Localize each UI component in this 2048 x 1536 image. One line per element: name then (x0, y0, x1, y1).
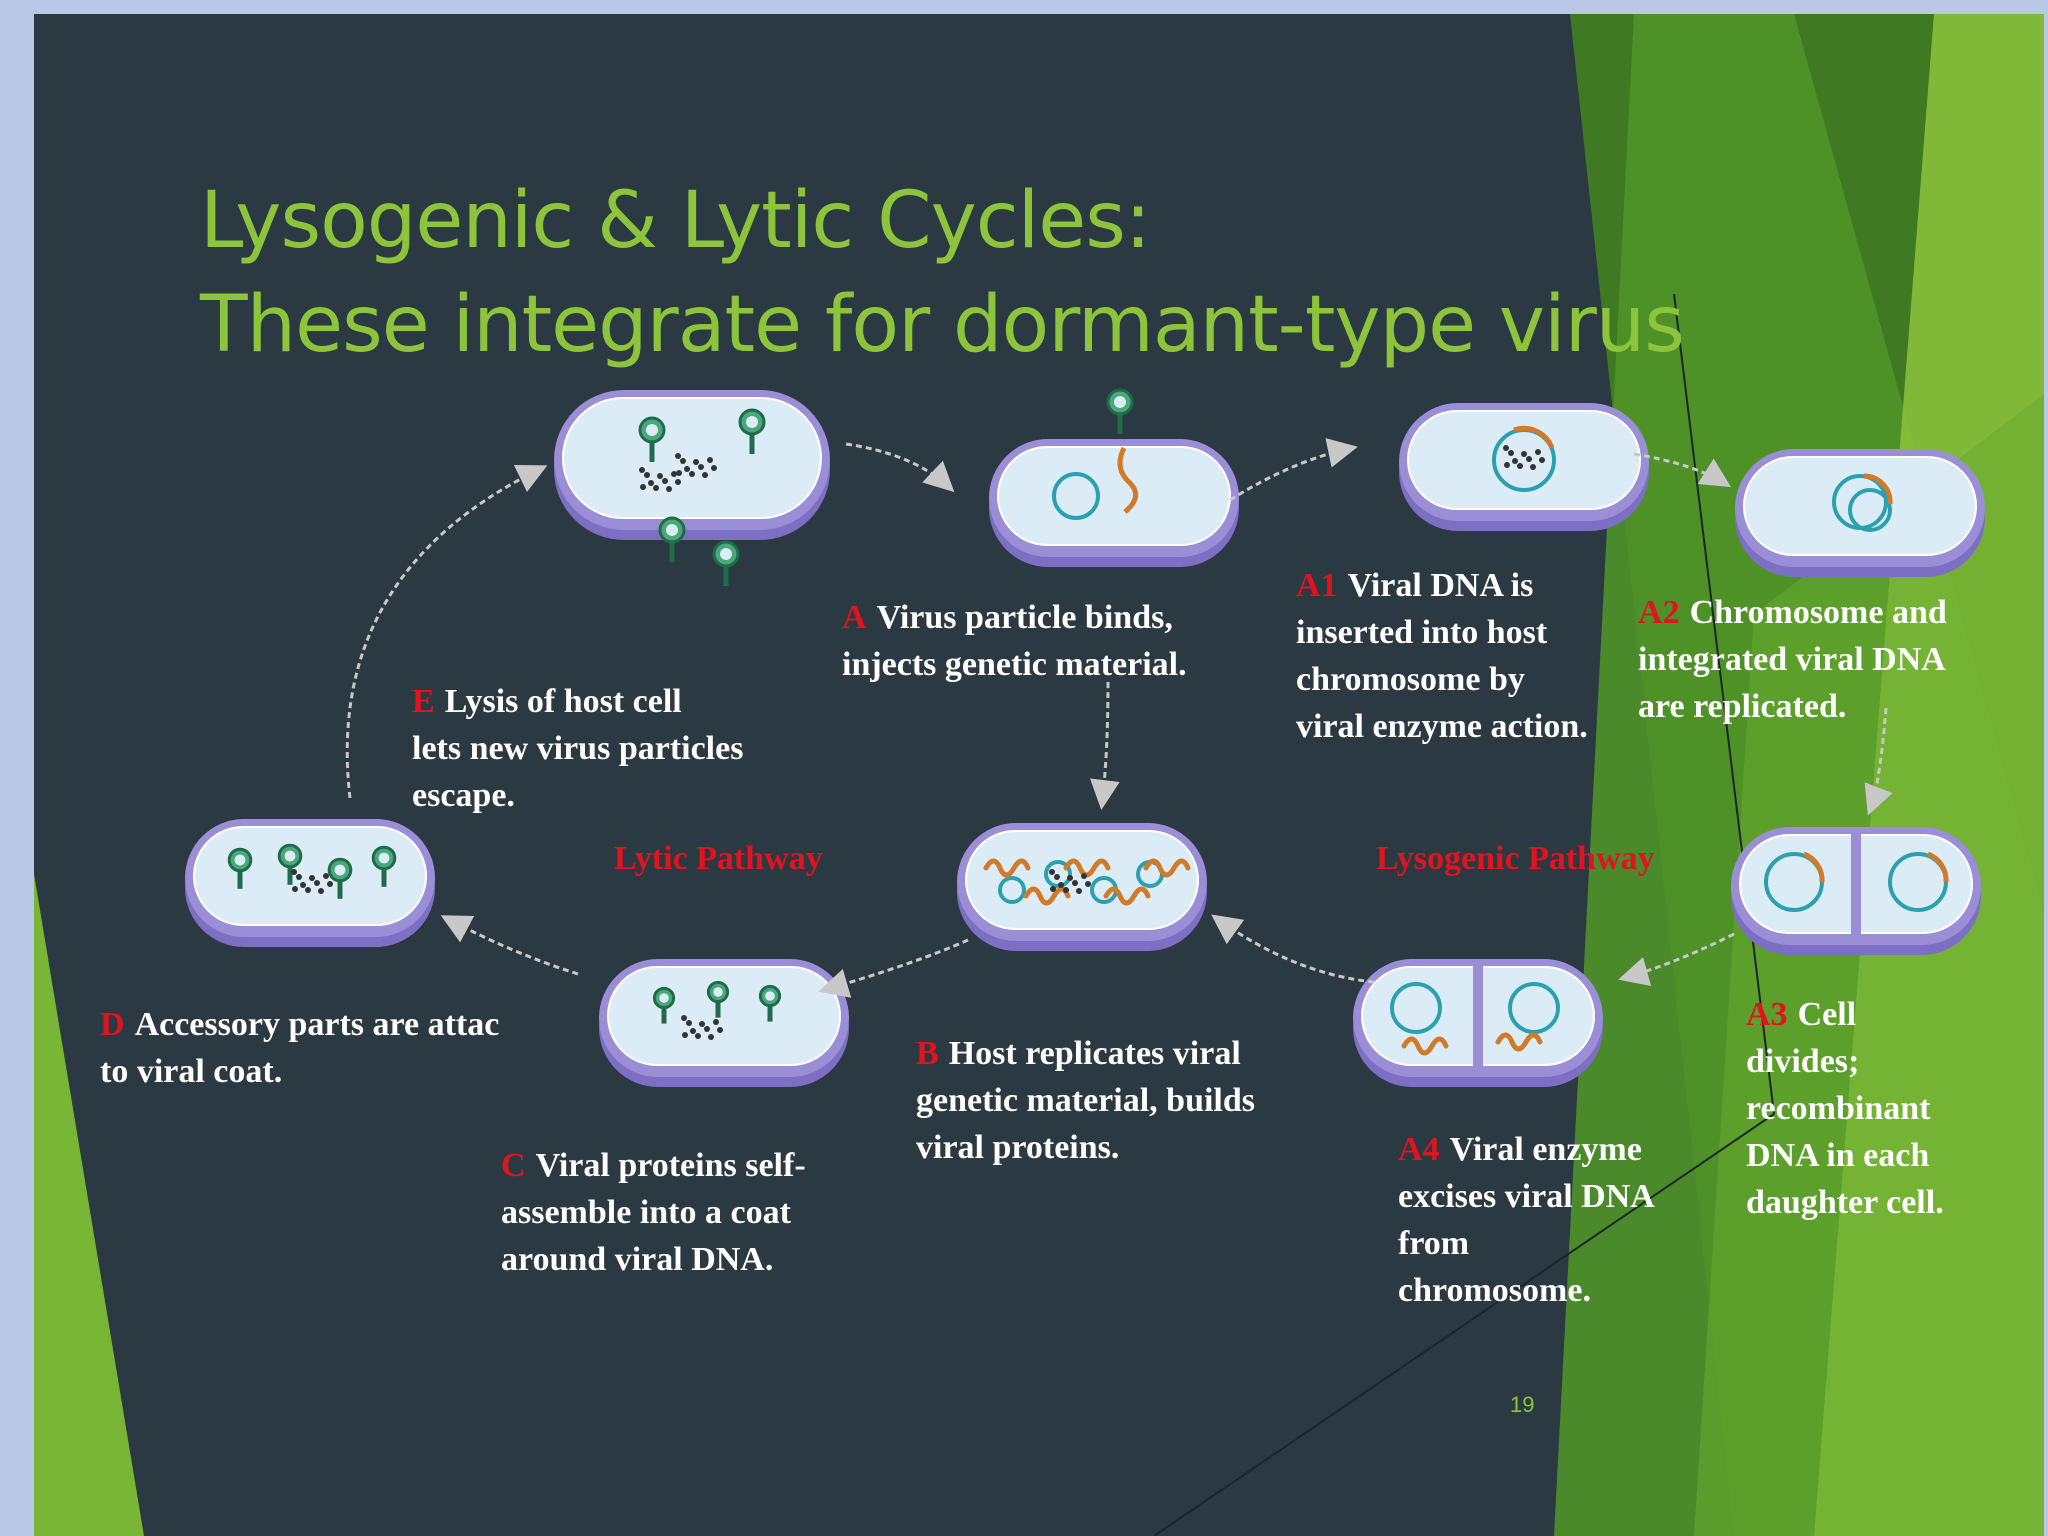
arrow-B-to-C (818, 938, 969, 998)
arrow-A1-to-A2 (1633, 452, 1732, 488)
step-tag-A4: A4 (1398, 1131, 1440, 1168)
step-tag-A: A (842, 599, 867, 636)
slide-title-line1: Lysogenic & Lytic Cycles: (200, 176, 1151, 266)
arrow-A-to-B (1089, 681, 1120, 810)
viral-replication-cell-icon (957, 823, 1207, 951)
step-tag-A3: A3 (1746, 996, 1788, 1033)
replicating-chromosome-cell-icon (1735, 449, 1985, 577)
green-band-accent (1694, 394, 2044, 1536)
step-tag-A2: A2 (1638, 594, 1680, 631)
step-tag-D: D (100, 1006, 125, 1043)
step-tag-E: E (412, 683, 435, 720)
slide-title-line2: These integrate for dormant-type virus (200, 280, 1685, 370)
arrow-D-to-E (345, 465, 548, 799)
dna-integration-cell-icon (1399, 403, 1649, 531)
bacteriophage-attaching-cell-icon (989, 388, 1239, 567)
slide-background-decoration (34, 14, 2044, 1536)
slide: Lysogenic & Lytic Cycles: These integrat… (34, 14, 2044, 1536)
mature-virions-cell-icon (185, 819, 435, 947)
arrow-A2-to-A3 (1864, 707, 1893, 816)
arrow-C-to-D (440, 915, 579, 976)
daughter-cells-icon (1353, 959, 1603, 1087)
lysogenic-pathway-label: Lysogenic Pathway (1376, 840, 1655, 877)
page-number: 19 (1510, 1392, 1535, 1417)
step-tag-C: C (501, 1147, 526, 1184)
arrow-A-to-A1 (1229, 438, 1358, 502)
green-corner-bottom-left (34, 874, 144, 1536)
arrow-E-to-A (845, 442, 955, 493)
lysing-cell-icon (554, 390, 830, 586)
arrow-A4-to-B (1211, 914, 1375, 984)
lytic-pathway-label: Lytic Pathway (614, 840, 823, 877)
dividing-cell-icon (1731, 827, 1981, 955)
step-tag-B: B (916, 1035, 939, 1072)
viral-cycle-diagram (185, 388, 1985, 1087)
arrow-A3-to-A4 (1618, 932, 1735, 986)
assembling-virions-cell-icon (599, 959, 849, 1087)
step-tag-A1: A1 (1296, 567, 1338, 604)
